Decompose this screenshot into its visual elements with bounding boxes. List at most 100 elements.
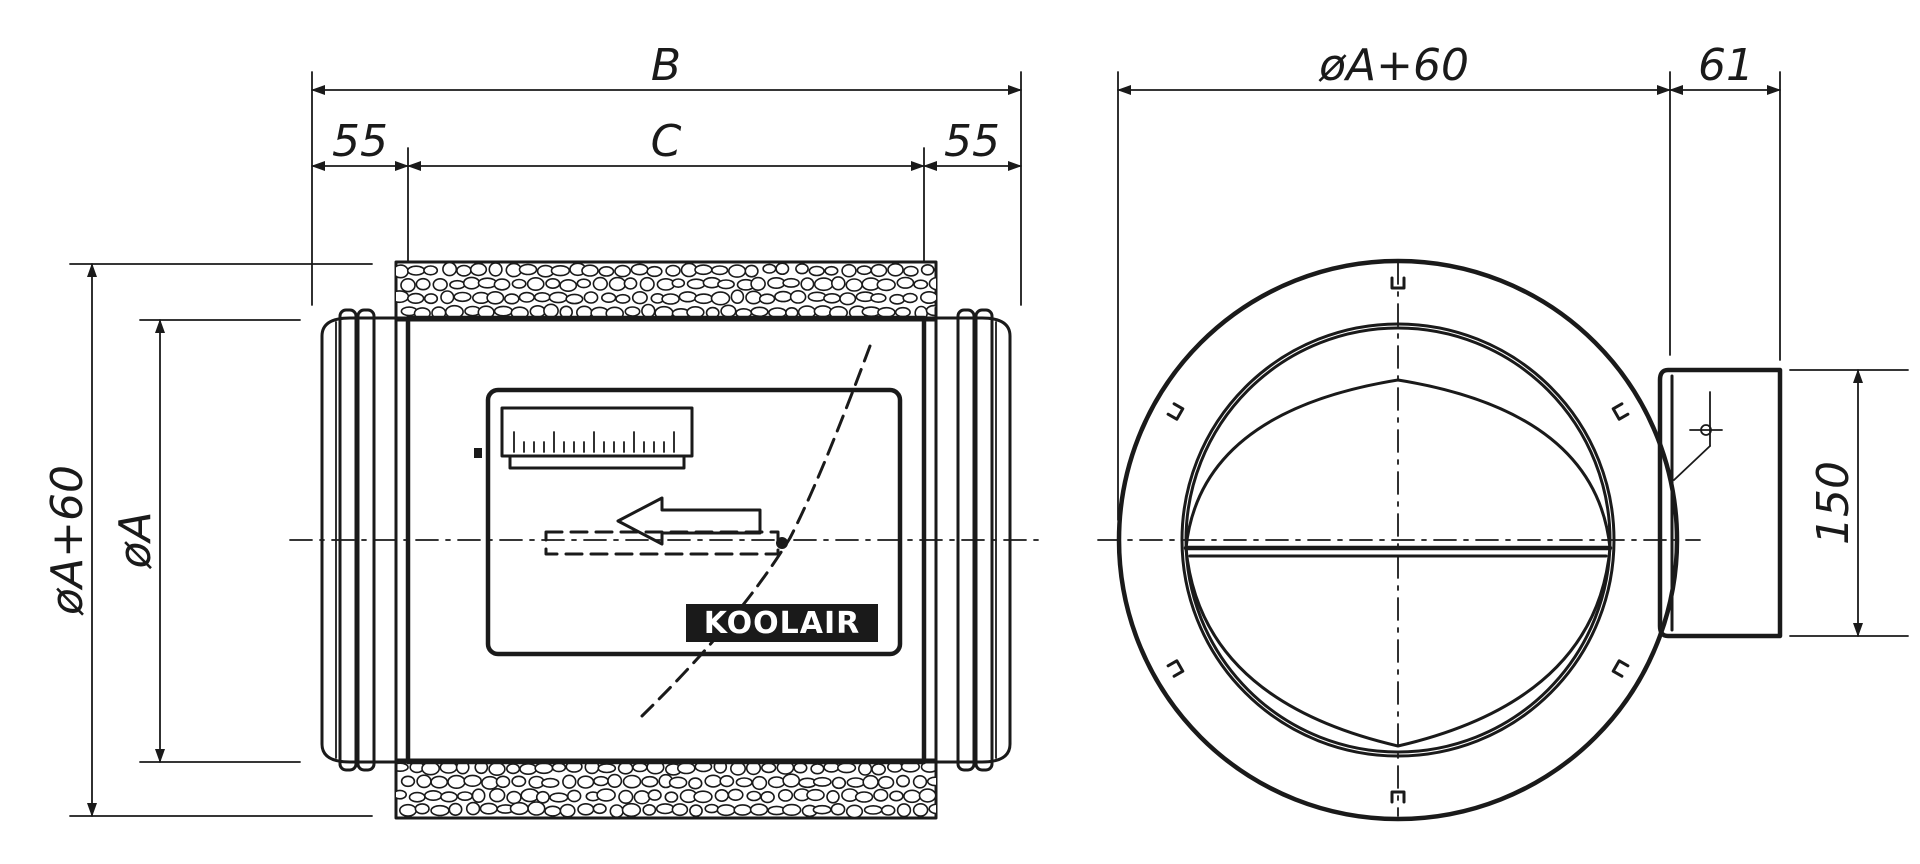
insulation-pellet xyxy=(671,803,689,817)
insulation-pellet xyxy=(414,803,430,815)
insulation-pellet xyxy=(711,265,729,276)
flange-mounting-notches xyxy=(1166,276,1630,804)
insulation-pellet xyxy=(777,789,794,802)
insulation-pellet xyxy=(925,304,936,317)
flange-notch xyxy=(1390,790,1406,804)
insulation-pellet xyxy=(845,804,864,818)
insulation-pellet xyxy=(641,303,656,319)
insulation-pellet xyxy=(876,278,896,292)
insulation-pellet xyxy=(704,774,723,788)
insulation-pellet xyxy=(481,775,499,790)
insulation-pellet xyxy=(641,775,659,788)
flange-notch xyxy=(1611,659,1630,678)
insulation-pellet xyxy=(831,776,847,790)
insulation-pellet xyxy=(565,293,584,305)
insulation-pellet xyxy=(781,803,802,817)
flange-notch xyxy=(1611,402,1630,421)
insulation-pellet xyxy=(647,789,662,801)
insulation-pellet xyxy=(889,790,904,802)
insulation-pellet xyxy=(655,803,675,815)
insulation-pellet xyxy=(529,304,546,318)
insulation-pellet xyxy=(926,776,936,787)
insulation-pellet xyxy=(630,263,649,276)
insulation-pellet xyxy=(396,290,410,304)
insulation-pellet xyxy=(808,265,825,277)
flange-notch xyxy=(1390,276,1406,290)
insulation-pellet xyxy=(541,777,560,789)
insulation-pellet xyxy=(592,803,607,815)
dim-label-actuator-depth: 61 xyxy=(1698,40,1754,91)
insulation-pellet xyxy=(896,276,915,289)
insulation-pellet xyxy=(880,804,896,816)
insulation-pellet xyxy=(836,762,857,774)
dim-label-inner-diameter: øA xyxy=(110,511,161,569)
insulation-pellet xyxy=(562,774,577,789)
insulation-pellet xyxy=(545,277,561,289)
insulation-pellet xyxy=(845,278,863,292)
dim-label-spigot-right: 55 xyxy=(944,116,1000,167)
insulation-pellet xyxy=(440,290,455,305)
front-view: øA+60 61 150 xyxy=(1097,40,1909,822)
insulation-pellet xyxy=(733,804,752,816)
insulation-pellet xyxy=(714,788,729,802)
insulation-pellet xyxy=(493,305,514,317)
insulation-pellet xyxy=(694,293,714,305)
insulation-pellet xyxy=(928,803,936,815)
insulation-pellet xyxy=(423,265,439,276)
insulation-pellet xyxy=(621,802,642,818)
insulation-pellet xyxy=(453,291,472,303)
insulation-pellet xyxy=(873,788,889,802)
insulation-pellet xyxy=(631,291,648,305)
insulation-pellet xyxy=(639,276,655,292)
insulation-pellet xyxy=(720,304,737,318)
insulation-pellet xyxy=(813,277,834,292)
insulation-pellet xyxy=(520,788,540,803)
insulation-pellet xyxy=(535,790,550,804)
insulation-pellet xyxy=(862,774,879,790)
insulation-pellet xyxy=(750,306,769,318)
insulation-pellet xyxy=(456,264,472,277)
insulation-pellet xyxy=(511,278,527,289)
insulation-pellet xyxy=(730,289,745,305)
insulation-pellet xyxy=(830,802,846,816)
insulation-pellet xyxy=(896,803,912,818)
position-scale xyxy=(513,431,675,453)
insulation-pellet xyxy=(895,774,910,788)
insulation-pellet xyxy=(877,775,895,790)
insulation-pellet xyxy=(624,306,641,317)
insulation-pellet xyxy=(693,790,713,804)
insulation-pellet xyxy=(830,276,846,291)
insulation-pellet xyxy=(671,278,686,288)
insulation-pellet xyxy=(398,803,417,817)
insulation-pellet xyxy=(735,777,753,788)
dim-label-spigot-left: 55 xyxy=(332,116,388,167)
insulation-pellet xyxy=(505,763,521,775)
insulation-pellet xyxy=(863,805,883,815)
insulation-pellet xyxy=(493,278,511,291)
insulation-pellet xyxy=(750,276,766,292)
insulation-pellet xyxy=(800,277,815,291)
insulation-pellet xyxy=(760,790,775,804)
insulation-pellet xyxy=(462,276,481,290)
insulation-pellet xyxy=(716,804,736,817)
insulation-pellet xyxy=(566,789,582,803)
airflow-arrow-icon xyxy=(616,496,762,546)
insulation-pellet xyxy=(432,278,448,292)
insulation-pellet xyxy=(465,801,481,816)
insulation-pellet xyxy=(857,761,873,776)
insulation-pellet xyxy=(704,803,720,814)
insulation-pellet xyxy=(913,279,929,290)
insulation-pellet xyxy=(762,263,777,274)
insulation-pellet xyxy=(902,292,918,304)
insulation-pellet xyxy=(622,774,642,789)
insulation-pellet xyxy=(854,791,874,803)
insulation-pellet xyxy=(596,788,616,802)
side-view: B 55 C 55 øA+60 øA xyxy=(42,40,1046,820)
insulation-pellet xyxy=(477,277,498,289)
actuator-side xyxy=(1657,367,1783,639)
insulation-pellet xyxy=(471,788,486,804)
insulation-pellet xyxy=(903,265,919,277)
insulation-pellet xyxy=(598,265,615,277)
insulation-pellet xyxy=(423,293,439,305)
insulation-pellet xyxy=(534,762,554,775)
